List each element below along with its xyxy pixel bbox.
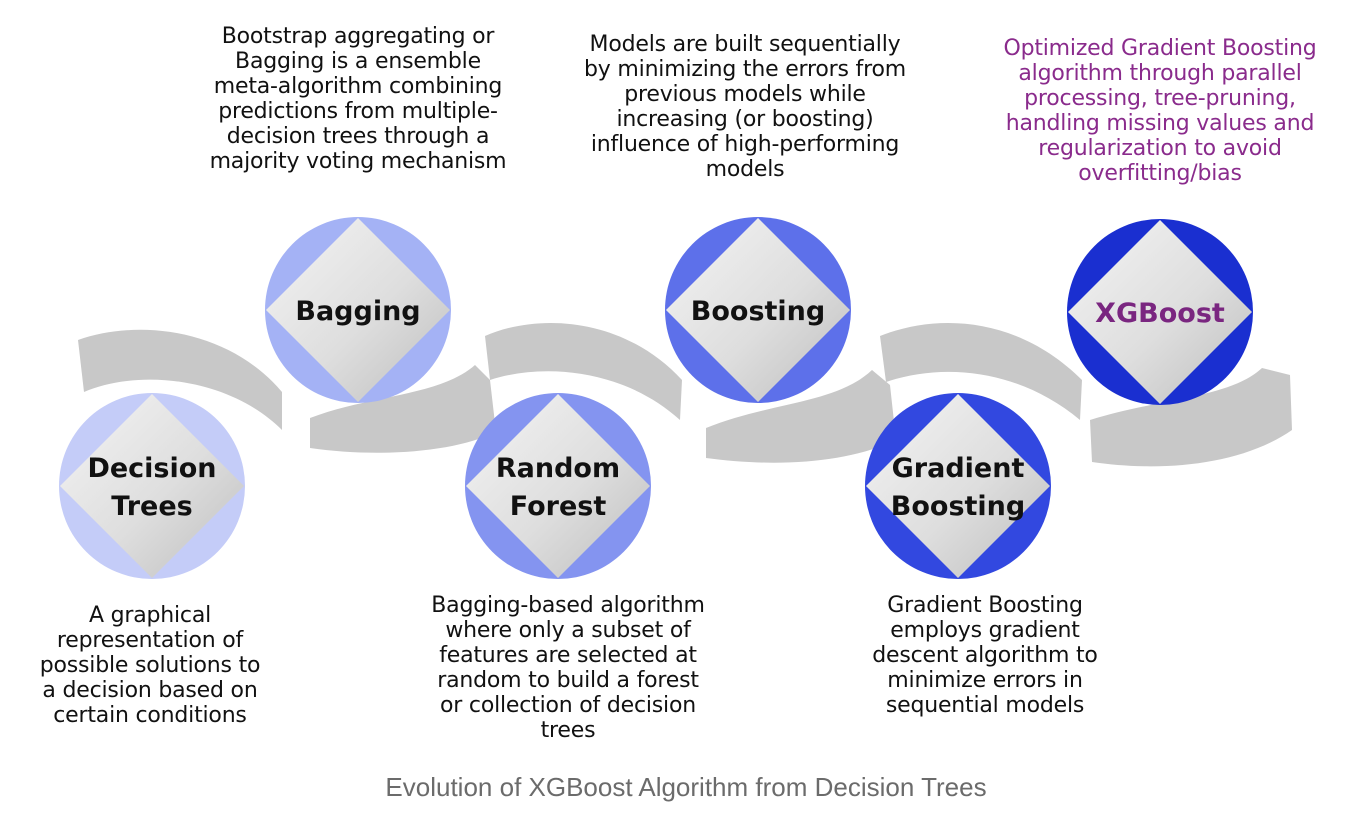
figure-caption: Evolution of XGBoost Algorithm from Deci… bbox=[385, 772, 987, 802]
node-diamond-xgboost bbox=[1068, 220, 1252, 404]
node-label-line: Trees bbox=[111, 491, 192, 522]
connector-arrow-2 bbox=[310, 365, 496, 453]
connector-arrow-5 bbox=[880, 322, 1082, 420]
connector-arrow-3 bbox=[485, 322, 682, 420]
node-diamond-random-forest bbox=[466, 394, 650, 578]
node-label-line: Bagging bbox=[295, 296, 420, 327]
description-bagging: Bootstrap aggregating or Bagging is a en… bbox=[209, 24, 507, 174]
node-diamond-decision-trees bbox=[60, 394, 244, 578]
node-label-line: XGBoost bbox=[1095, 298, 1225, 329]
node-label-line: Boosting bbox=[691, 296, 825, 327]
node-xgboost: XGBoost bbox=[1067, 219, 1253, 405]
node-label-line: Boosting bbox=[891, 491, 1025, 522]
node-diamond-boosting bbox=[666, 218, 850, 402]
node-diamond-bagging bbox=[266, 218, 450, 402]
connector-arrows bbox=[78, 322, 1292, 467]
node-label-line: Decision bbox=[87, 453, 216, 484]
node-label-line: Random bbox=[496, 453, 620, 484]
description-boosting: Models are built sequentially by minimiz… bbox=[584, 32, 906, 182]
connector-arrow-1 bbox=[78, 329, 282, 430]
node-boosting: Boosting bbox=[665, 217, 851, 403]
description-xgboost: Optimized Gradient Boosting algorithm th… bbox=[1003, 36, 1317, 186]
node-diamond-gradient-boosting bbox=[866, 394, 1050, 578]
description-gradient-boosting: Gradient Boosting employs gradient desce… bbox=[872, 593, 1098, 718]
connector-arrow-6 bbox=[1090, 368, 1292, 467]
node-label-line: Gradient bbox=[892, 453, 1025, 484]
description-random-forest: Bagging-based algorithm where only a sub… bbox=[431, 593, 705, 743]
description-decision-trees: A graphical representation of possible s… bbox=[39, 603, 261, 728]
node-label-line: Forest bbox=[510, 491, 607, 522]
node-label-bagging: Bagging bbox=[295, 296, 420, 327]
node-bagging: Bagging bbox=[265, 217, 451, 403]
node-label-xgboost: XGBoost bbox=[1095, 298, 1225, 329]
node-label-boosting: Boosting bbox=[691, 296, 825, 327]
connector-arrow-4 bbox=[706, 370, 896, 463]
